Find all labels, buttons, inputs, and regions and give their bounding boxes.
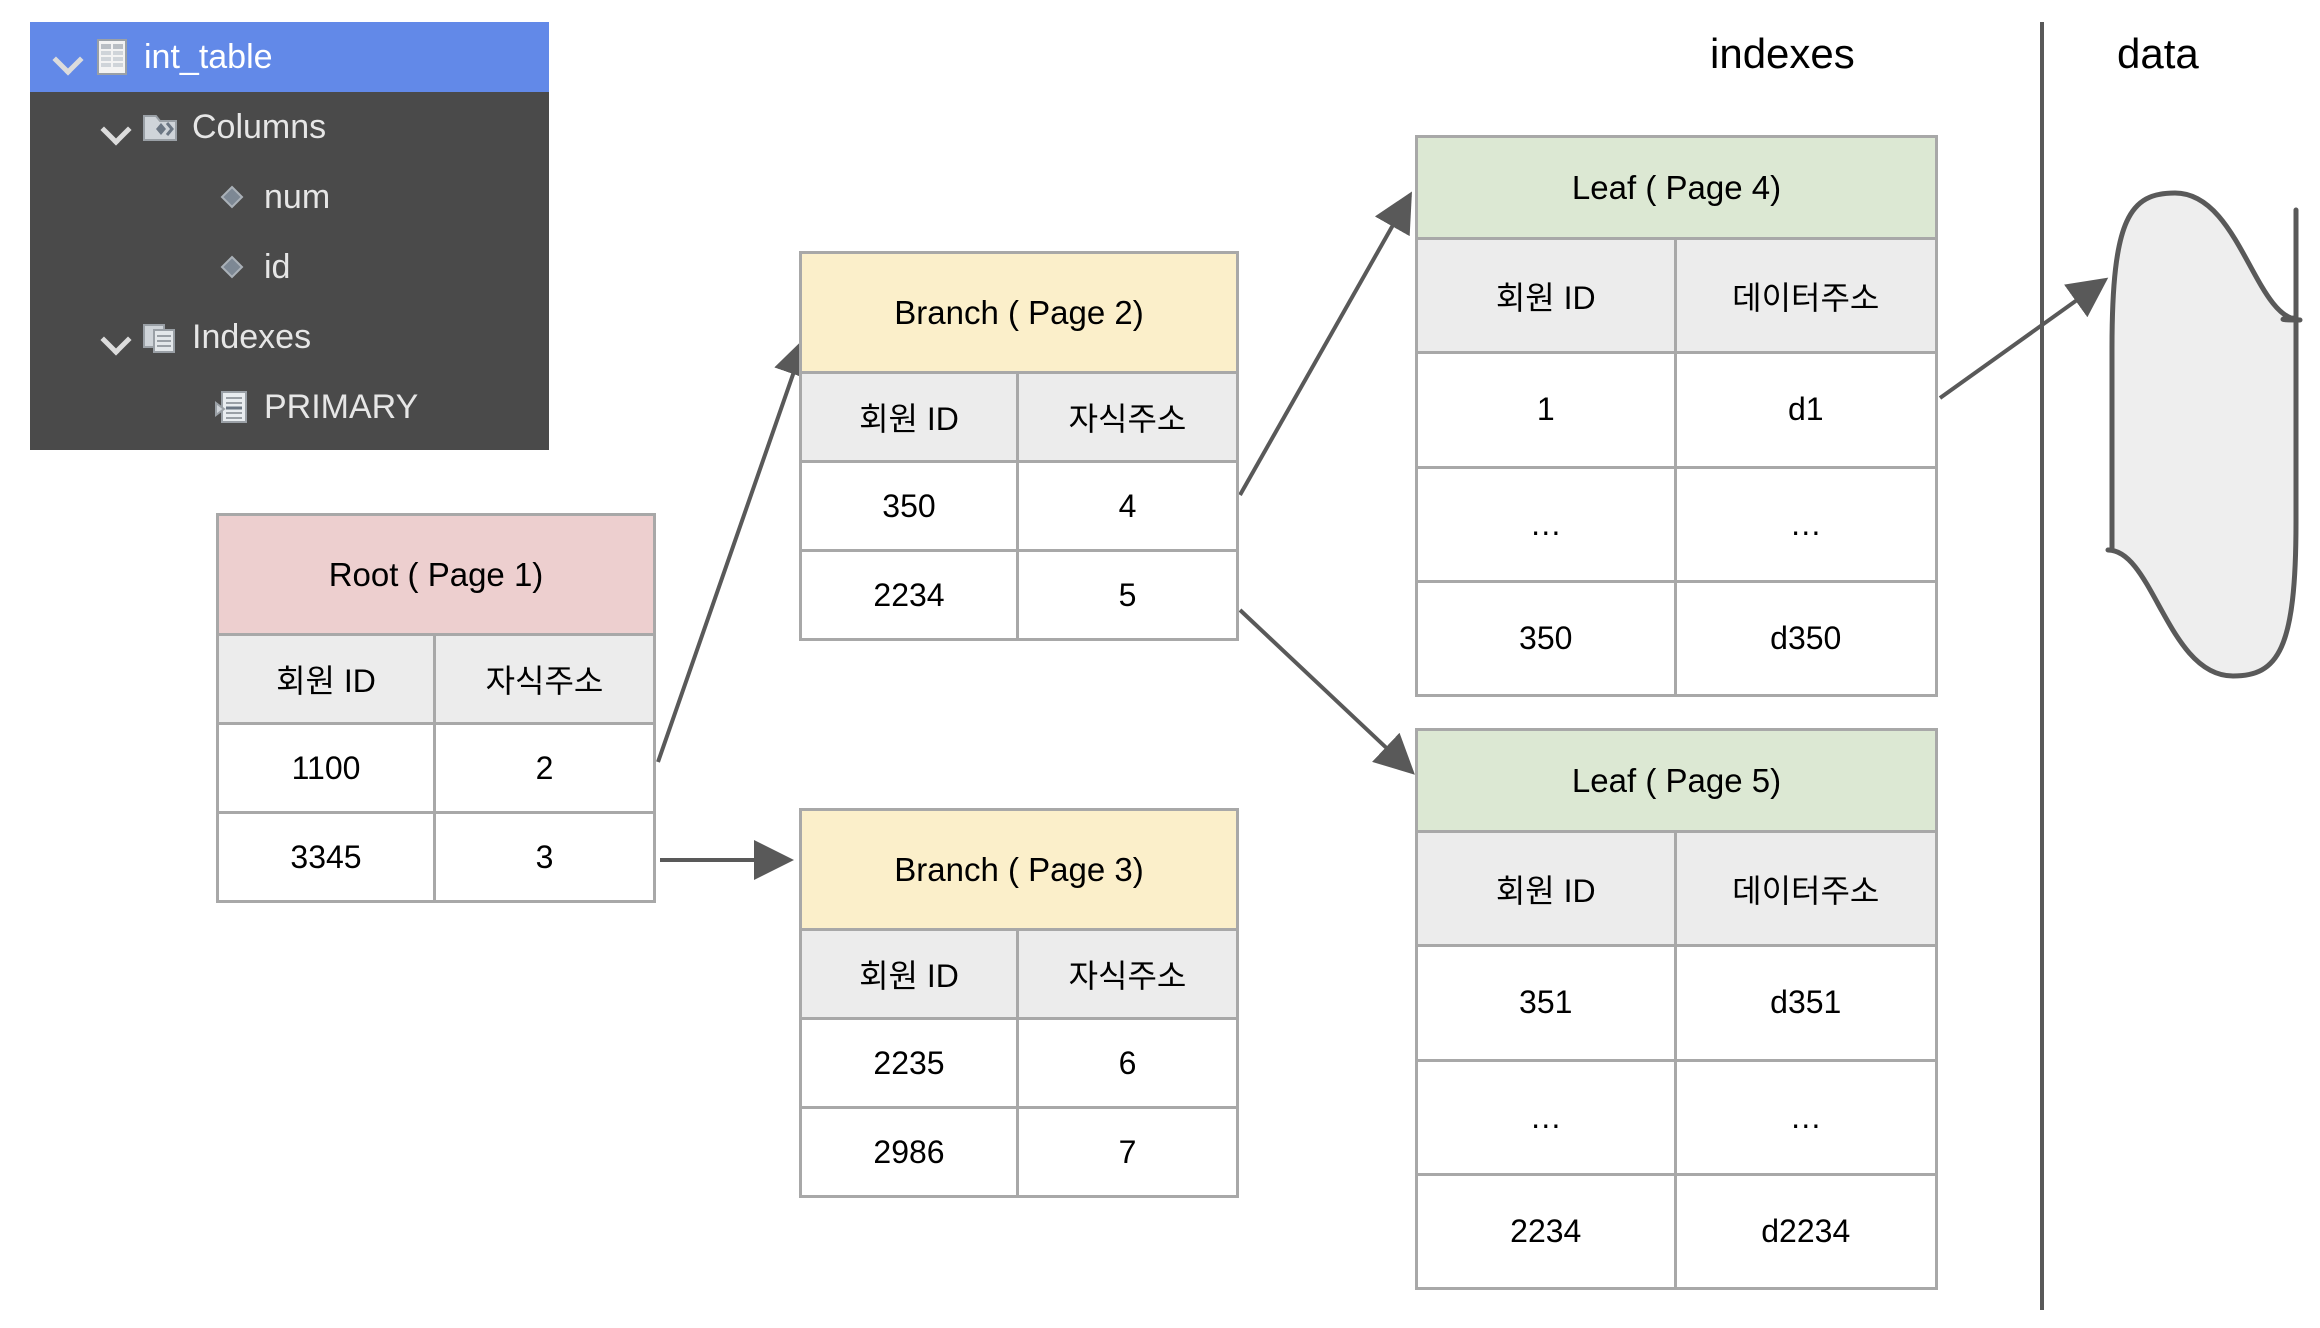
connector-branch2-to-leaf5	[1238, 608, 1415, 775]
tree-node-columns[interactable]: Columns	[30, 92, 549, 162]
table-row: … …	[1418, 468, 1935, 583]
cell-data-address: d351	[1770, 984, 1842, 1021]
index-icon	[215, 391, 247, 423]
indexes-section-label: indexes	[1710, 30, 1855, 77]
tree-node-label: num	[264, 178, 331, 216]
leaf-page5-table: Leaf ( Page 5) 회원 ID 데이터주소 351 d351 … … …	[1415, 728, 1938, 1290]
chevron-down-icon[interactable]	[98, 320, 132, 354]
column-header-child-address: 자식주소	[1068, 401, 1187, 437]
cell-member-id: 2234	[1418, 1175, 1677, 1287]
column-header-member-id: 회원 ID	[802, 931, 1019, 1017]
cell-member-id: 350	[1418, 582, 1677, 694]
table-header-row: 회원 ID 데이터주소	[1418, 833, 1935, 948]
table-header-row: 회원 ID 자식주소	[219, 636, 653, 725]
connector-leaf4-to-data	[1938, 277, 2109, 400]
tree-node-primary[interactable]: PRIMARY	[30, 372, 549, 442]
chevron-placeholder-icon	[170, 390, 204, 424]
cell-member-id: 2234	[802, 552, 1019, 638]
cell-child-address: 7	[1118, 1133, 1137, 1170]
cell-member-id: …	[1418, 468, 1677, 580]
tree-node-id[interactable]: id	[30, 232, 549, 302]
tree-node-label: id	[264, 248, 291, 286]
cell-data-address: …	[1789, 1098, 1822, 1135]
table-row: 2235 6	[802, 1020, 1236, 1109]
column-header-child-address: 자식주소	[1068, 958, 1187, 994]
tree-node-int-table[interactable]: int_table	[30, 22, 549, 92]
root-page-table: Root ( Page 1) 회원 ID 자식주소 1100 2 3345 3	[216, 513, 656, 903]
column-header-child-address: 자식주소	[485, 663, 604, 699]
column-header-member-id: 회원 ID	[1418, 240, 1677, 352]
column-header-member-id: 회원 ID	[1418, 833, 1677, 945]
connector-branch2-to-leaf4	[1238, 191, 1412, 496]
chevron-down-icon[interactable]	[50, 40, 84, 74]
wave-document-shape	[2105, 190, 2303, 679]
tree-node-num[interactable]: num	[30, 162, 549, 232]
table-icon	[97, 39, 127, 75]
column-header-member-id: 회원 ID	[219, 636, 436, 722]
table-row: 3345 3	[219, 814, 653, 900]
column-header-data-address: 데이터주소	[1732, 279, 1880, 316]
cell-member-id: 1100	[219, 725, 436, 811]
table-header-row: 회원 ID 자식주소	[802, 931, 1236, 1020]
cell-member-id: 1	[1418, 354, 1677, 466]
table-row: 350 4	[802, 463, 1236, 552]
cell-member-id: 2235	[802, 1020, 1019, 1106]
indexes-folder-icon	[143, 324, 175, 353]
table-row: 1 d1	[1418, 354, 1935, 469]
object-explorer-panel: int_table Columns num id I	[30, 22, 549, 450]
table-row: 2986 7	[802, 1109, 1236, 1195]
connector-root-to-branch2	[656, 336, 813, 763]
cell-child-address: 2	[535, 749, 554, 786]
chevron-placeholder-icon	[170, 180, 204, 214]
table-header-row: 회원 ID 자식주소	[802, 374, 1236, 463]
table-title: Leaf ( Page 4)	[1418, 138, 1935, 240]
cell-data-address: d1	[1787, 391, 1824, 428]
table-row: 350 d350	[1418, 582, 1935, 694]
table-row: 351 d351	[1418, 947, 1935, 1062]
table-row: 2234 5	[802, 552, 1236, 638]
chevron-placeholder-icon	[170, 250, 204, 284]
table-header-row: 회원 ID 데이터주소	[1418, 240, 1935, 355]
cell-data-address: …	[1789, 505, 1822, 542]
cell-member-id: …	[1418, 1061, 1677, 1173]
cell-data-address: d2234	[1761, 1212, 1851, 1249]
column-diamond-icon	[220, 185, 244, 209]
table-row: 1100 2	[219, 725, 653, 814]
tree-node-indexes[interactable]: Indexes	[30, 302, 549, 372]
table-title: Leaf ( Page 5)	[1418, 731, 1935, 833]
cell-child-address: 4	[1118, 487, 1137, 524]
table-title: Branch ( Page 2)	[802, 254, 1236, 374]
column-diamond-icon	[220, 255, 244, 279]
cell-member-id: 2986	[802, 1109, 1019, 1195]
column-header-data-address: 데이터주소	[1732, 872, 1880, 909]
cell-member-id: 351	[1418, 947, 1677, 1059]
table-title: Branch ( Page 3)	[802, 811, 1236, 931]
tree-node-label: Indexes	[192, 318, 312, 356]
cell-data-address: d350	[1770, 619, 1842, 656]
table-row: … …	[1418, 1061, 1935, 1176]
tree-node-label: Columns	[192, 108, 327, 146]
cell-member-id: 3345	[219, 814, 436, 900]
cell-child-address: 5	[1118, 576, 1137, 613]
tree-node-label: PRIMARY	[264, 388, 419, 426]
cell-child-address: 6	[1118, 1044, 1137, 1081]
cell-child-address: 3	[535, 838, 554, 875]
columns-folder-icon	[143, 115, 177, 141]
cell-member-id: 350	[802, 463, 1019, 549]
column-header-member-id: 회원 ID	[802, 374, 1019, 460]
tree-node-label: int_table	[144, 38, 273, 76]
chevron-down-icon[interactable]	[98, 110, 132, 144]
table-row: 2234 d2234	[1418, 1175, 1935, 1287]
table-title: Root ( Page 1)	[219, 516, 653, 636]
branch-page2-table: Branch ( Page 2) 회원 ID 자식주소 350 4 2234 5	[799, 251, 1239, 641]
branch-page3-table: Branch ( Page 3) 회원 ID 자식주소 2235 6 2986 …	[799, 808, 1239, 1198]
leaf-page4-table: Leaf ( Page 4) 회원 ID 데이터주소 1 d1 … … 350 …	[1415, 135, 1938, 697]
data-section-label: data	[2117, 30, 2199, 77]
